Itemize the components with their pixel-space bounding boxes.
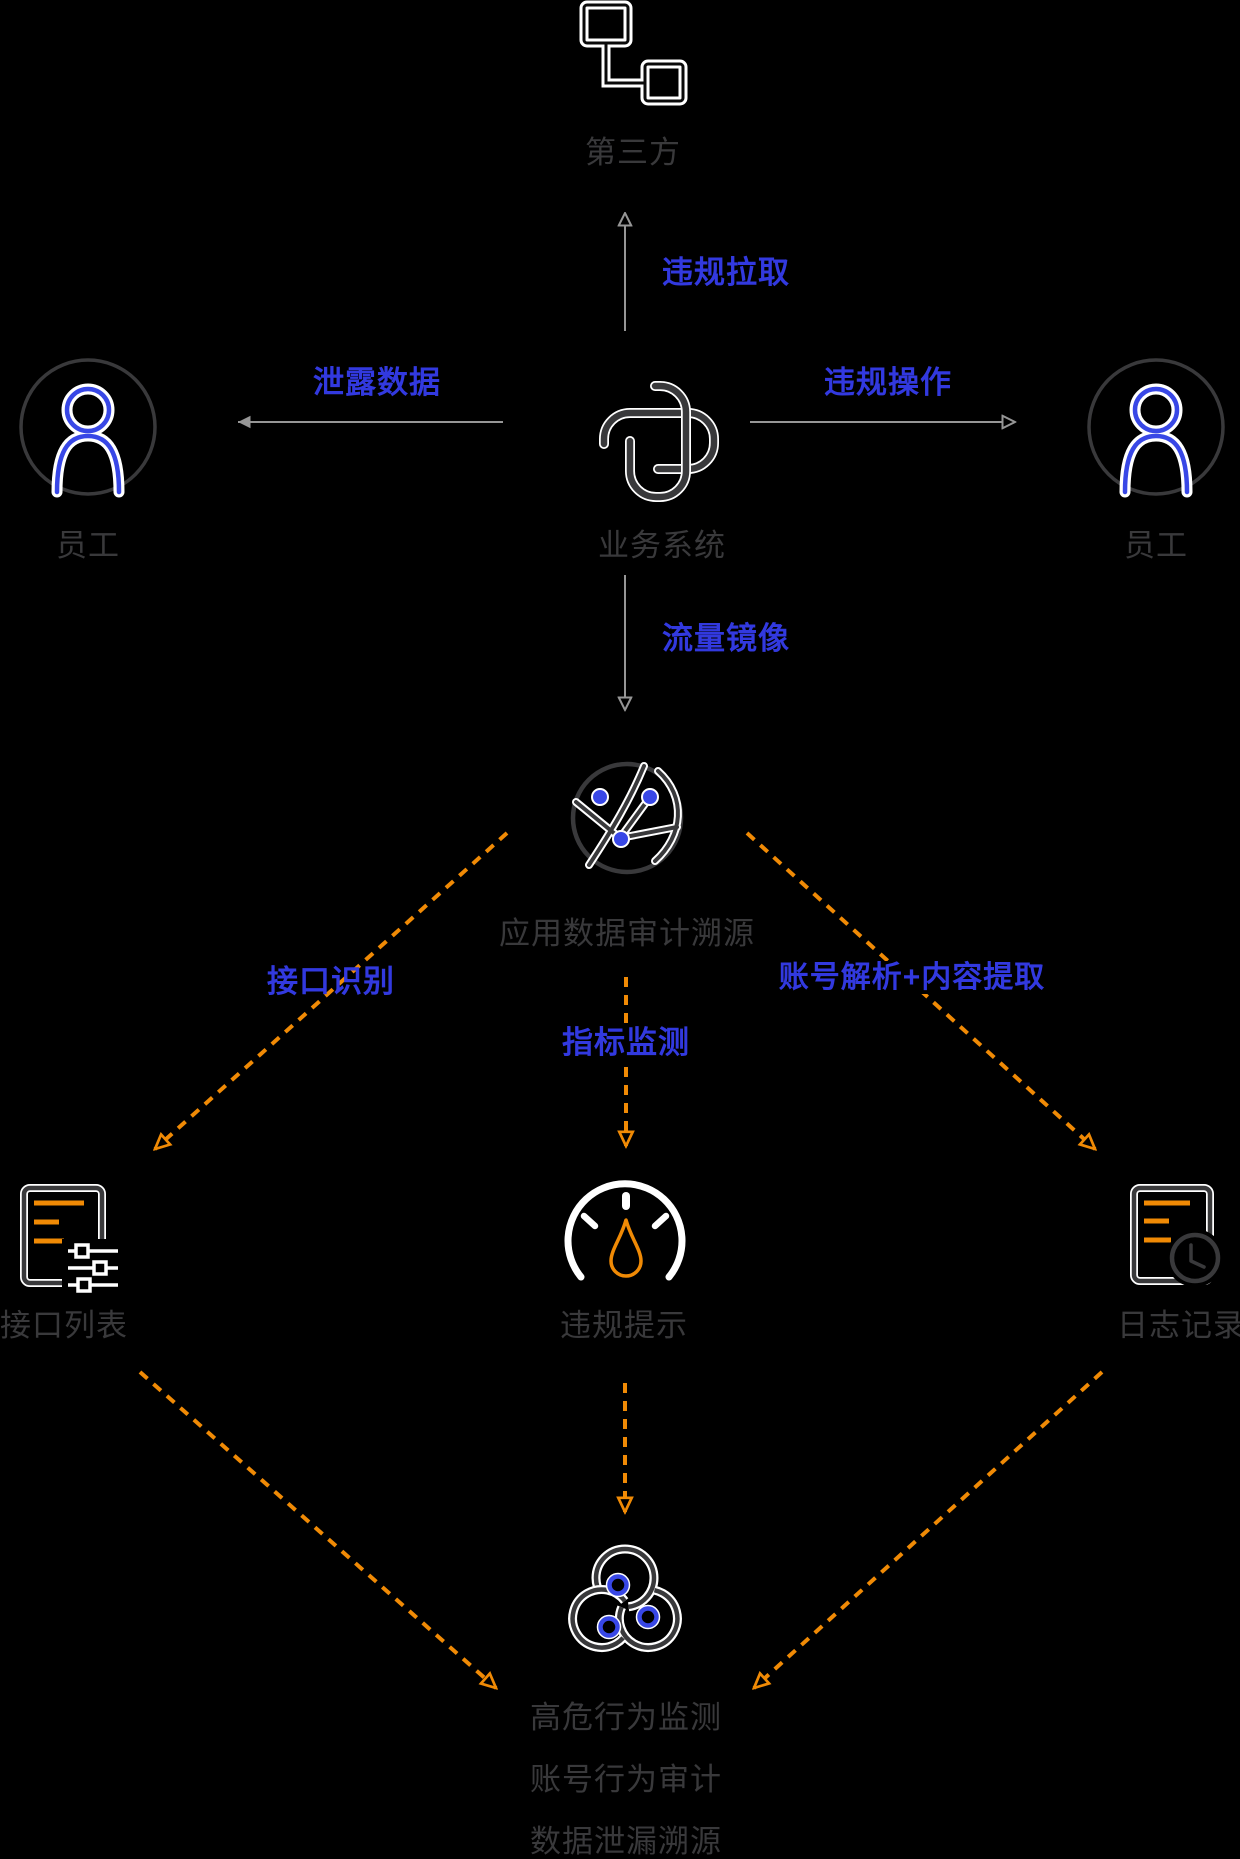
gauge-icon [564, 1180, 686, 1281]
employee-right-icon [1089, 360, 1223, 494]
api-list-label: 接口列表 [0, 1308, 128, 1343]
outcome-line-1: 高危行为监测 [530, 1700, 722, 1735]
api-list-to-outcomes-dashed-arrow [138, 1370, 496, 1688]
connected-nodes-icon [579, 0, 688, 106]
log-to-outcomes-dashed-arrow [754, 1370, 1104, 1688]
traffic-mirror-label: 流量镜像 [662, 621, 790, 656]
triple-swirl-icon [568, 1544, 682, 1652]
leak-data-label: 泄露数据 [313, 365, 441, 400]
third-party-label: 第三方 [585, 135, 681, 170]
employee-right-label: 员工 [1124, 528, 1188, 563]
log-record-label: 日志记录 [1117, 1308, 1240, 1343]
api-identification-dashed-arrow [155, 831, 509, 1149]
account-parse-label: 账号解析+内容提取 [773, 961, 1051, 994]
employee-left-icon [21, 360, 155, 494]
violation-alert-label: 违规提示 [560, 1308, 688, 1343]
business-system-label: 业务系统 [598, 528, 726, 563]
metric-monitoring-label: 指标监测 [557, 1025, 695, 1061]
audit-trace-label: 应用数据审计溯源 [499, 916, 755, 951]
document-sliders-icon [20, 1184, 126, 1295]
api-identification-label: 接口识别 [267, 964, 395, 999]
outcome-line-2: 账号行为审计 [530, 1762, 722, 1797]
illegal-pull-label: 违规拉取 [662, 255, 790, 290]
interlocked-plus-icon [599, 381, 719, 502]
outcome-line-3: 数据泄漏溯源 [530, 1824, 722, 1859]
document-clock-icon [1130, 1184, 1224, 1287]
network-globe-icon [570, 761, 684, 875]
illegal-operation-label: 违规操作 [824, 365, 952, 400]
employee-left-label: 员工 [56, 528, 120, 563]
